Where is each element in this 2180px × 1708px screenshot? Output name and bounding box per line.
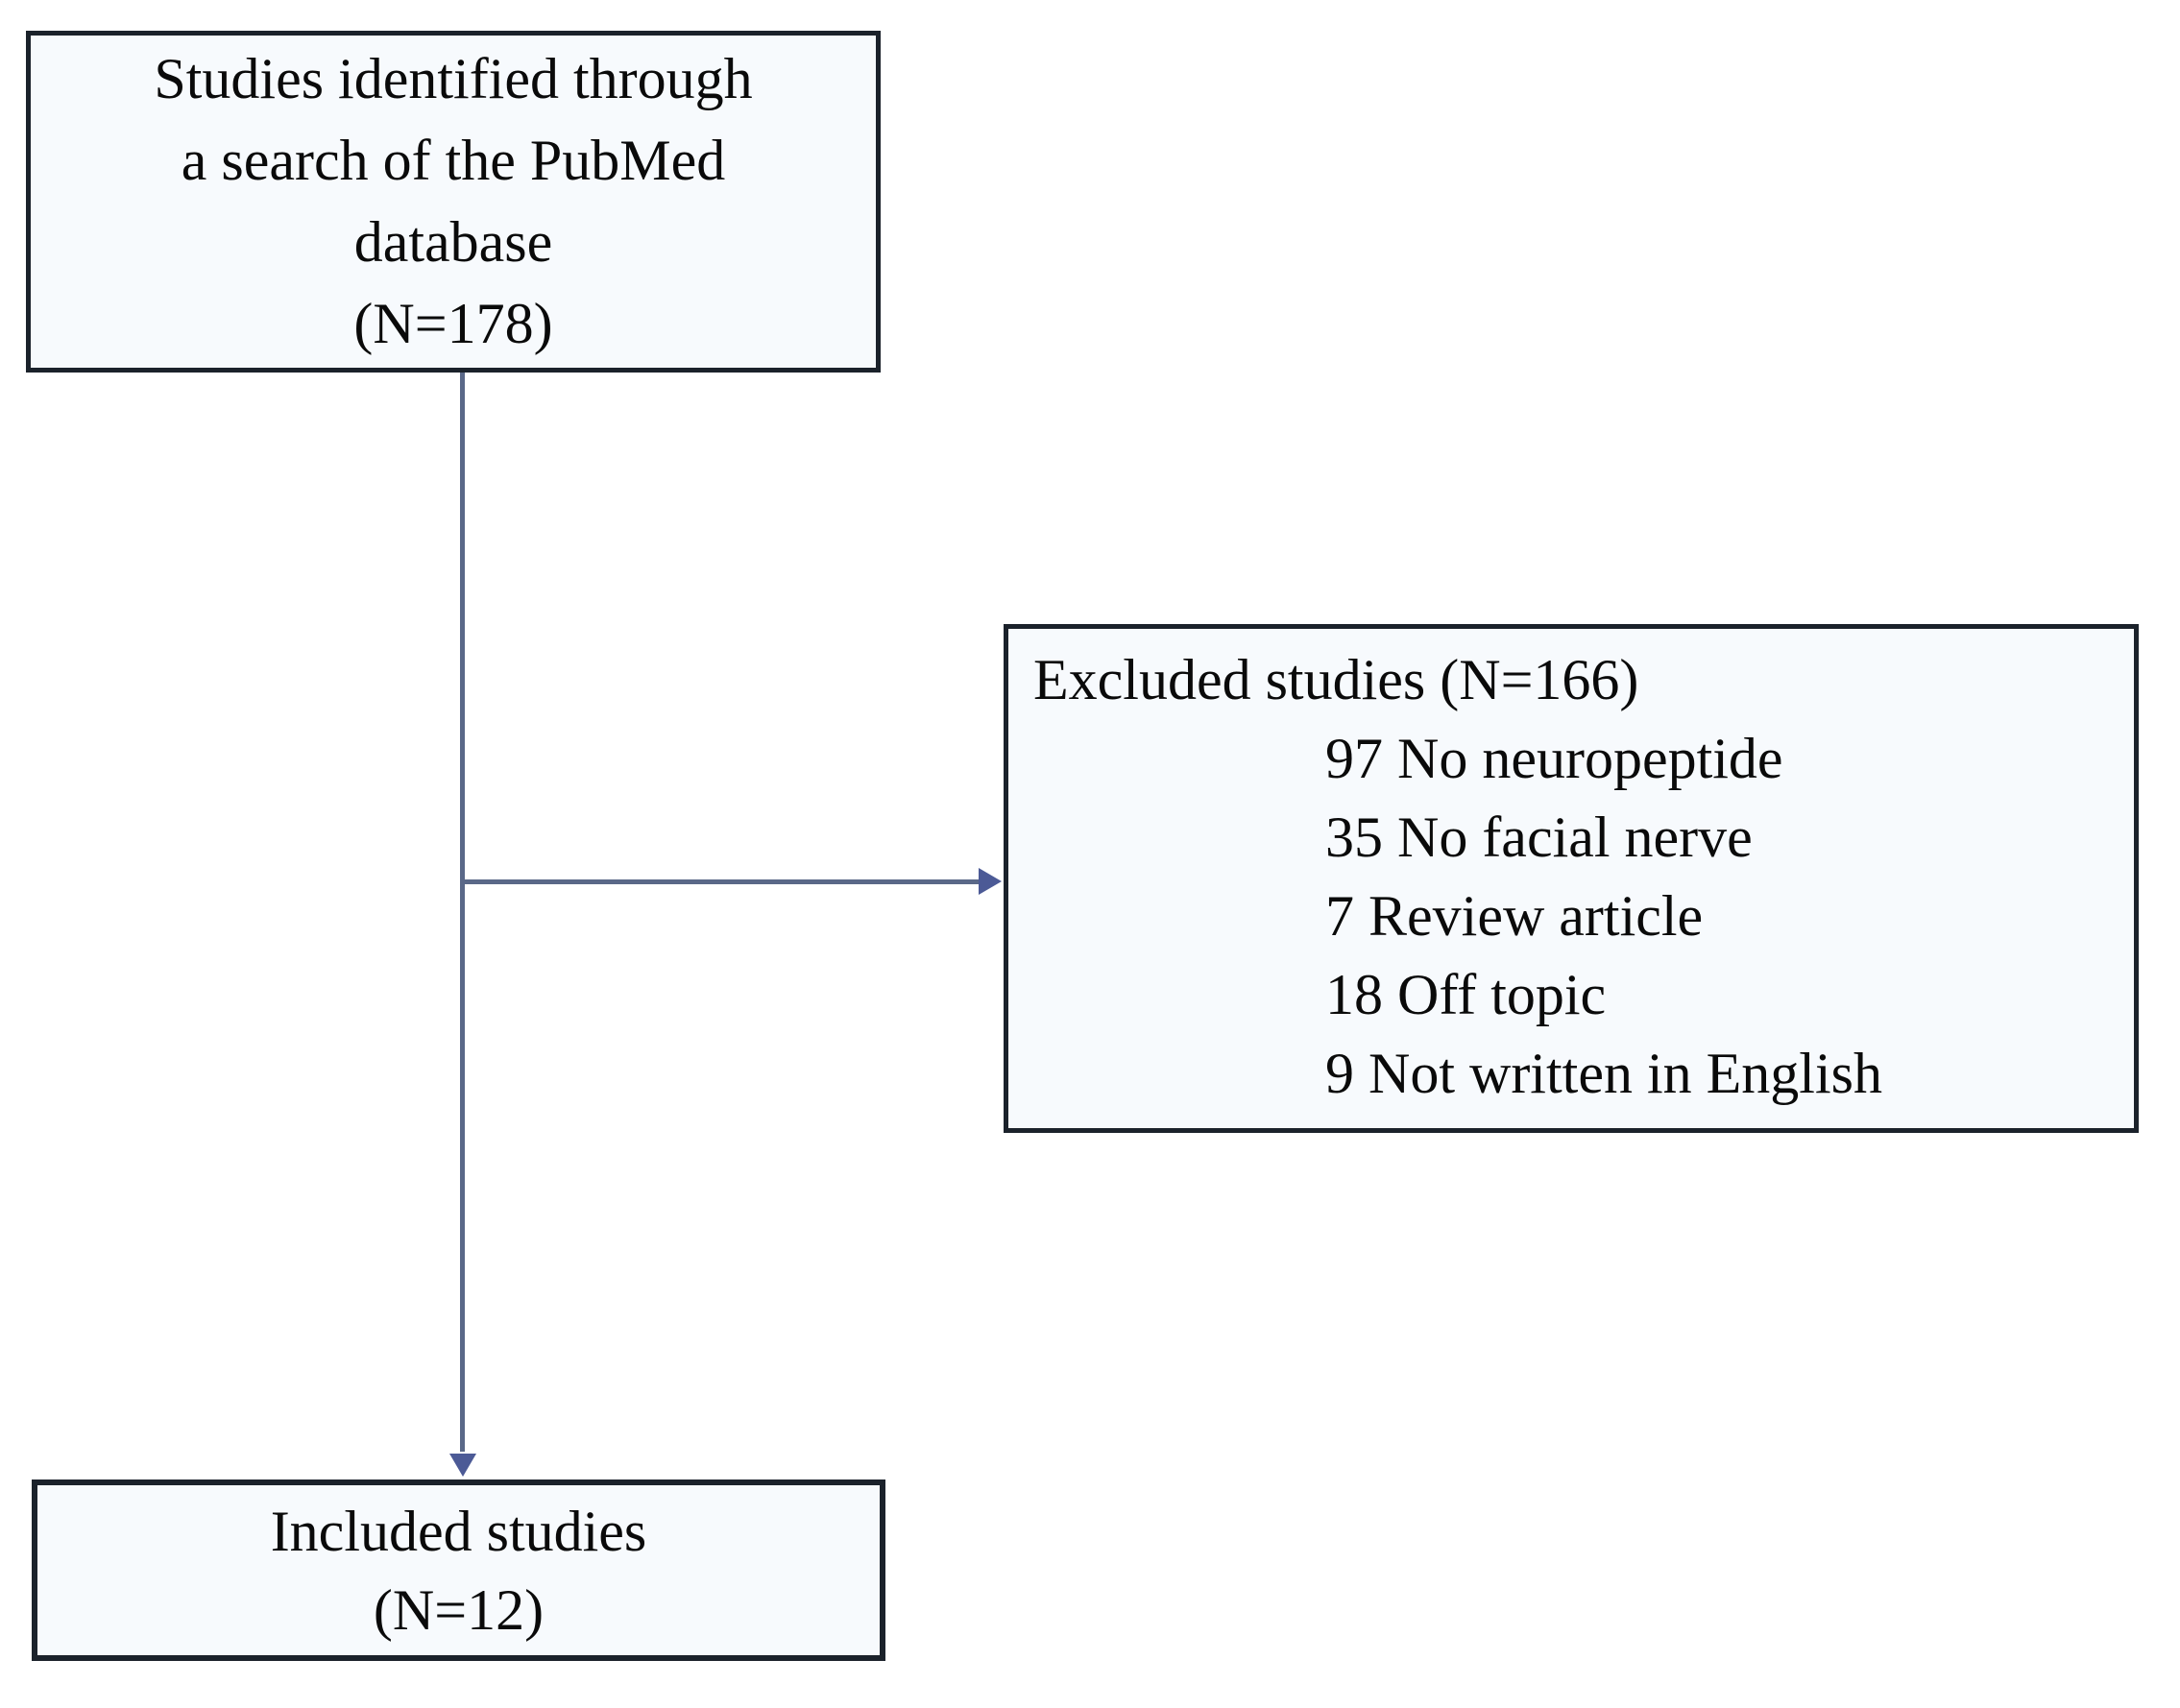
arrow-down-icon — [449, 1454, 476, 1477]
identified-studies-box: Studies identified through a search of t… — [26, 31, 881, 373]
vertical-connector-line — [460, 373, 465, 1452]
identified-line-2: a search of the PubMed — [181, 129, 726, 192]
identified-line-3: database — [353, 210, 553, 274]
identified-line-1: Studies identified through — [154, 47, 753, 110]
excluded-studies-box: Excluded studies (N=166) 97 No neuropept… — [1004, 624, 2139, 1133]
excluded-item-not-english: 9 Not written in English — [1325, 1042, 1882, 1105]
excluded-item-no-neuropeptide: 97 No neuropeptide — [1325, 727, 1783, 790]
excluded-item-off-topic: 18 Off topic — [1325, 963, 1607, 1026]
excluded-item-no-facial-nerve: 35 No facial nerve — [1325, 806, 1753, 869]
horizontal-connector-line — [462, 879, 979, 884]
excluded-title: Excluded studies (N=166) — [1033, 648, 1639, 711]
included-studies-box: Included studies (N=12) — [32, 1479, 885, 1661]
included-line-1: Included studies — [270, 1499, 647, 1563]
identified-count: (N=178) — [353, 292, 553, 355]
included-count: (N=12) — [373, 1577, 545, 1642]
excluded-item-review-article: 7 Review article — [1325, 884, 1704, 948]
arrow-right-icon — [979, 868, 1002, 895]
